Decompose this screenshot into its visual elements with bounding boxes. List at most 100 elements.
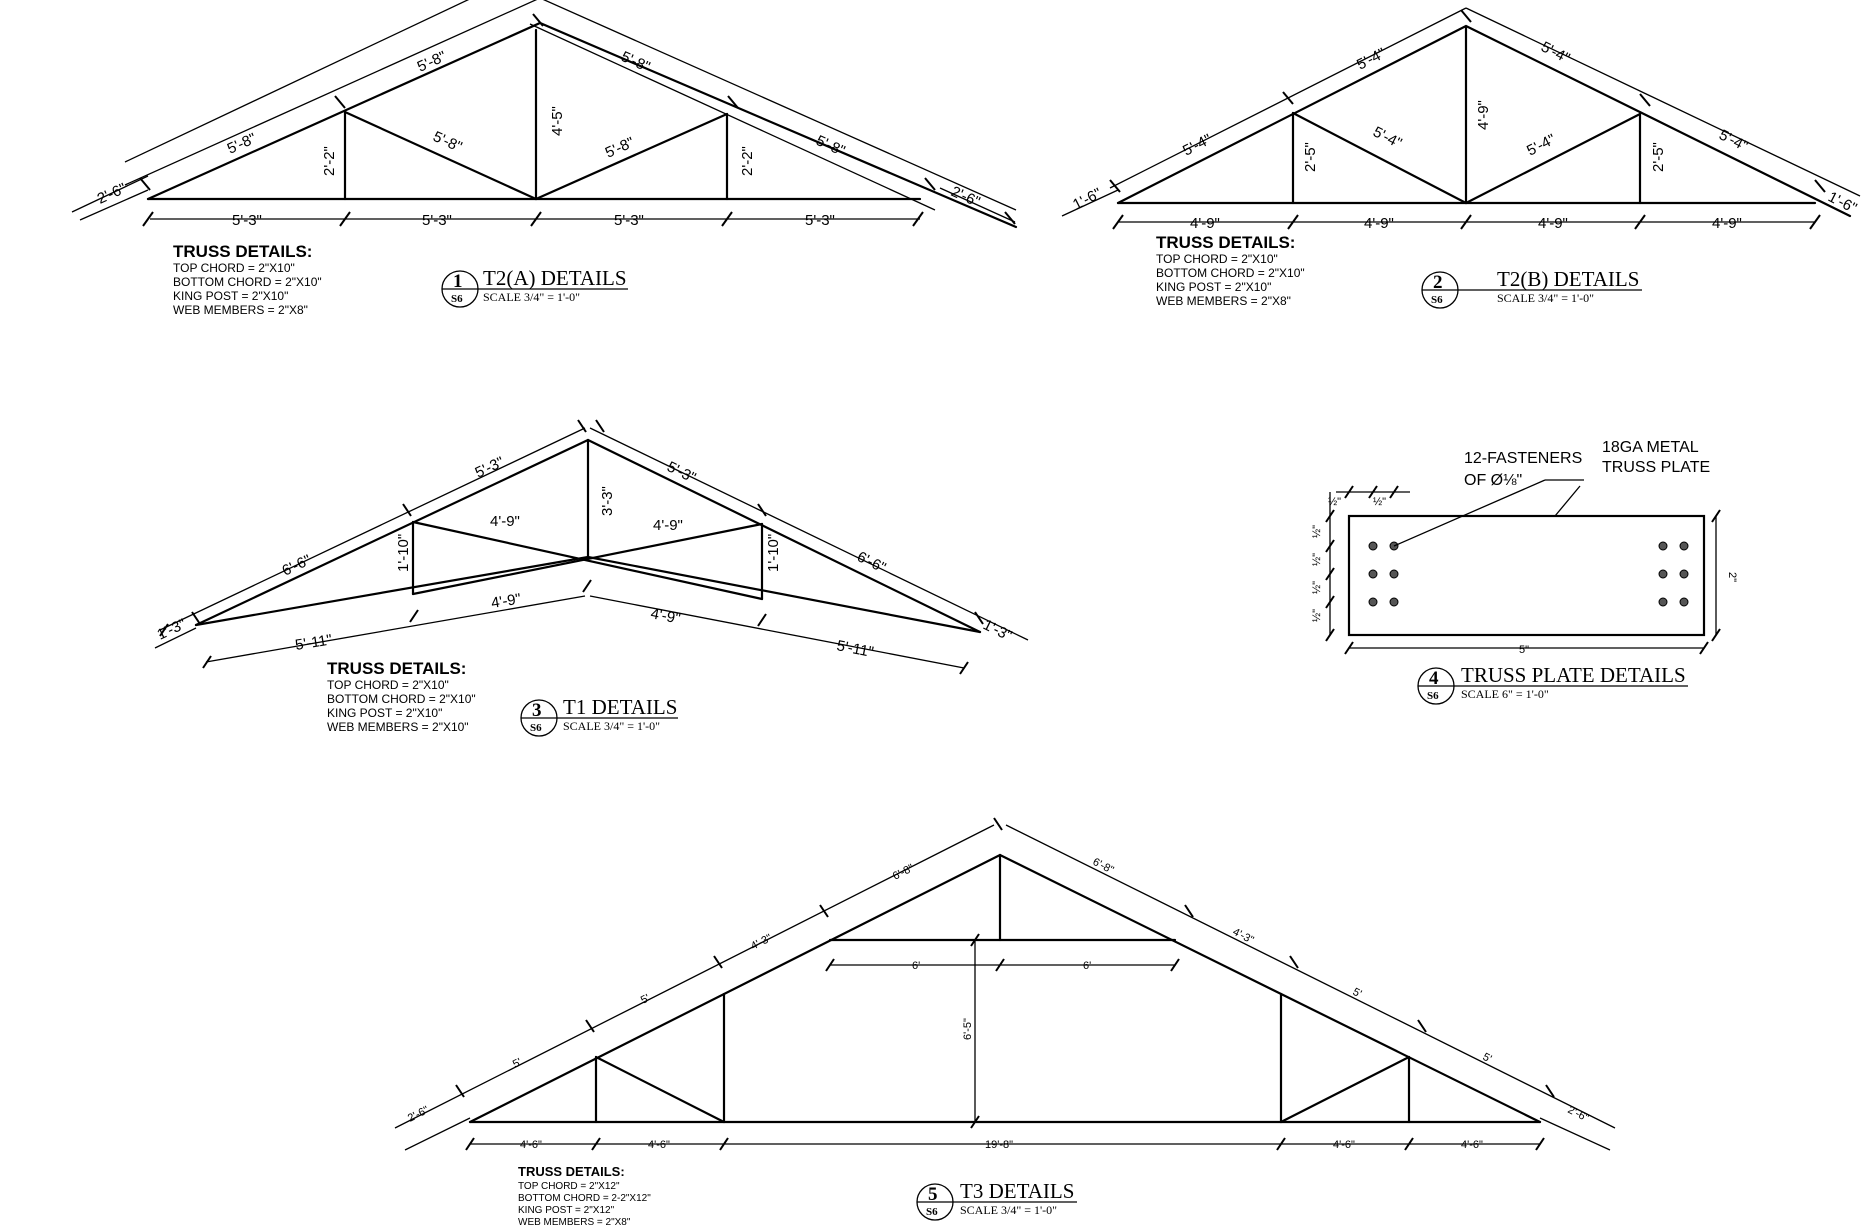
- t1-dim-bot2: 4'-9": [490, 590, 522, 611]
- t3-dim-ceil-left: 6': [912, 960, 920, 972]
- truss-t2b: 1'-6" 5'-4" 5'-4" 5'-4" 5'-4" 1'-6" 5'-4…: [1061, 7, 1861, 309]
- t3-members: [468, 853, 1542, 1124]
- plate-leader: [1554, 485, 1581, 517]
- plate-scale: SCALE 6" = 1'-0": [1461, 687, 1549, 701]
- t2b-dim-post-left: 2'-5": [1302, 142, 1319, 172]
- t1-scale: SCALE 3/4" = 1'-0": [563, 719, 660, 733]
- fasteners-size-label: OF Ø⅛": [1464, 472, 1522, 489]
- fastener-dot: [1658, 597, 1668, 607]
- plate-sheet-ref: S6: [1427, 690, 1439, 702]
- plate-dim-width: 5": [1519, 644, 1529, 656]
- t2a-dim-king: 4'-5": [549, 106, 566, 136]
- t3-ticks: [455, 817, 1555, 1151]
- t1-dim-post-left: 1'-10": [395, 534, 412, 572]
- t3-dim-bot3: 19'-8": [985, 1139, 1013, 1151]
- t2a-title-block: 1 S6 T2(A) DETAILS SCALE 3/4" = 1'-0": [441, 266, 628, 308]
- t2a-note-line: TOP CHORD = 2"X10": [173, 261, 295, 275]
- t2b-title: T2(B) DETAILS: [1497, 267, 1639, 291]
- t2a-scale: SCALE 3/4" = 1'-0": [483, 290, 580, 304]
- t2b-sheet-ref: S6: [1431, 294, 1443, 306]
- t1-note-line: WEB MEMBERS = 2"X10": [327, 720, 469, 734]
- fasteners-label: 12-FASTENERS: [1464, 450, 1582, 467]
- t1-dim-bot4: 5'-11": [835, 637, 875, 661]
- t3-dim-bot1: 4'-6": [520, 1139, 542, 1151]
- plate-dim-half: ½": [1311, 553, 1323, 566]
- t3-dim-bot5: 4'-6": [1461, 1139, 1483, 1151]
- t2b-notes-heading: TRUSS DETAILS:: [1156, 233, 1295, 252]
- t2a-sheet-ref: S6: [451, 293, 463, 305]
- t2b-members: [1116, 24, 1852, 218]
- t2a-dim-bot4: 5'-3": [805, 212, 835, 229]
- t2a-dim-post-right: 2'-2": [739, 146, 756, 176]
- fastener-dot: [1368, 541, 1378, 551]
- t2b-dim-bot4: 4'-9": [1712, 215, 1742, 232]
- plate-title: TRUSS PLATE DETAILS: [1461, 663, 1686, 687]
- t1-bottom-chord-left: [194, 555, 590, 627]
- plate-detail-number: 4: [1429, 668, 1439, 689]
- t3-offset-chords: [394, 824, 1616, 1151]
- t2a-web-right: [534, 112, 729, 201]
- plate-outline: [1347, 514, 1706, 637]
- t3-detail-number: 5: [928, 1184, 938, 1205]
- t3-note-line: WEB MEMBERS = 2"X8": [518, 1217, 631, 1228]
- t2a-note-line: WEB MEMBERS = 2"X8": [173, 303, 308, 317]
- fastener-leader: [1393, 479, 1546, 547]
- plate-dim-half: ½": [1311, 581, 1323, 594]
- t1-web-right: [411, 522, 764, 596]
- t2b-scale: SCALE 3/4" = 1'-0": [1497, 291, 1594, 305]
- fastener-dot: [1658, 541, 1668, 551]
- t2b-dim-bot2: 4'-9": [1364, 215, 1394, 232]
- t3-title: T3 DETAILS: [960, 1179, 1074, 1203]
- t1-title: T1 DETAILS: [563, 695, 677, 719]
- fastener-dot: [1389, 569, 1399, 579]
- t2b-detail-number: 2: [1433, 272, 1443, 293]
- t3-dim-bot4: 4'-6": [1333, 1139, 1355, 1151]
- t3-sheet-ref: S6: [926, 1206, 938, 1218]
- t2b-note-line: BOTTOM CHORD = 2"X10": [1156, 266, 1305, 280]
- t1-title-block: 3 S6 T1 DETAILS SCALE 3/4" = 1'-0": [520, 695, 678, 737]
- t2a-detail-number: 1: [453, 271, 463, 292]
- t2a-web-left: [343, 110, 538, 201]
- t1-members: [194, 438, 982, 634]
- plate-fasteners: [1368, 541, 1689, 607]
- t1-notes-heading: TRUSS DETAILS:: [327, 659, 466, 678]
- plate-type-label: TRUSS PLATE: [1602, 459, 1710, 476]
- t2a-dim-bot1: 5'-3": [232, 212, 262, 229]
- t2a-offset-chords: [79, 0, 1017, 223]
- t2b-dim-post-right: 2'-5": [1650, 142, 1667, 172]
- fastener-dot: [1679, 597, 1689, 607]
- t2a-dim-post-left: 2'-2": [321, 146, 338, 176]
- t3-dim-ceil-right: 6': [1083, 960, 1091, 972]
- t1-note-line: BOTTOM CHORD = 2"X10": [327, 692, 476, 706]
- t2a-dim-bot3: 5'-3": [614, 212, 644, 229]
- t2a-note-line: BOTTOM CHORD = 2"X10": [173, 275, 322, 289]
- fastener-dot: [1658, 569, 1668, 579]
- t1-dim-bot3: 4'-9": [649, 605, 682, 627]
- t3-notes-heading: TRUSS DETAILS:: [518, 1164, 625, 1179]
- t2a-note-line: KING POST = 2"X10": [173, 289, 288, 303]
- t1-dim-post-right: 1'-10": [765, 534, 782, 572]
- fastener-dot: [1368, 597, 1378, 607]
- t3-web-left: [594, 1055, 726, 1124]
- t2b-web-left: [1291, 111, 1468, 205]
- t1-detail-number: 3: [532, 700, 542, 721]
- plate-dim-half: ½": [1373, 496, 1386, 508]
- t1-offset-chords: [154, 427, 1029, 669]
- t1-web-left: [411, 520, 764, 601]
- t1-note-line: TOP CHORD = 2"X10": [327, 678, 449, 692]
- plate-dim-half: ½": [1328, 496, 1341, 508]
- t1-dim-king: 3'-3": [599, 486, 616, 516]
- t3-dim-height: 6'-5": [962, 1018, 974, 1040]
- t3-web-right: [1279, 1055, 1411, 1124]
- t2b-note-line: KING POST = 2"X10": [1156, 280, 1271, 294]
- t3-note-line: BOTTOM CHORD = 2-2"X12": [518, 1193, 651, 1204]
- t1-dim-web-right: 4'-9": [653, 517, 683, 534]
- t1-note-line: KING POST = 2"X10": [327, 706, 442, 720]
- t1-ticks: [159, 419, 984, 675]
- t3-dim-bot2: 4'-6": [648, 1139, 670, 1151]
- t1-dim-web-left: 4'-9": [490, 513, 520, 530]
- t3-note-line: TOP CHORD = 2"X12": [518, 1181, 620, 1192]
- t3-scale: SCALE 3/4" = 1'-0": [960, 1203, 1057, 1217]
